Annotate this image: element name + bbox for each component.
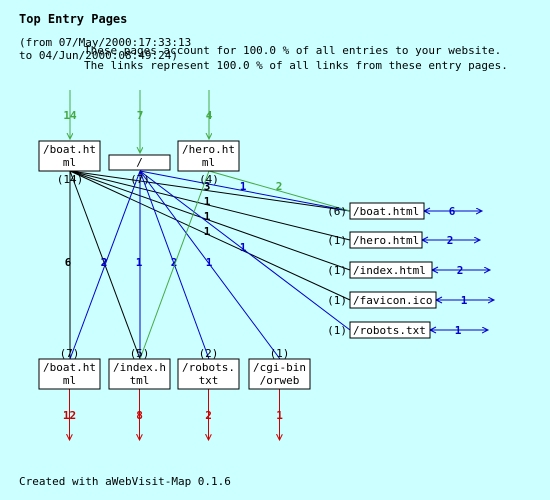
exit-page-label: /orweb [260, 374, 300, 387]
edge-weight-label: 1 [204, 195, 211, 208]
edge-weight-label: 3 [204, 180, 211, 193]
entry-page-node [108, 154, 171, 171]
entry-page-node [38, 140, 101, 172]
target-page-label: /index.html [353, 264, 426, 277]
date-range-from: (from 07/May/2000:17:33:13 [19, 36, 192, 49]
nodes-layer: /boat.html(14)/(7)/hero.html(4)/boat.htm… [38, 140, 437, 390]
exit-page-label: tml [130, 374, 150, 387]
edge-weight-label: 1 [204, 225, 211, 238]
outgoing-count-label: 1 [461, 294, 468, 307]
link-edge [69, 170, 141, 360]
entry-page-label: / [136, 156, 143, 169]
outgoing-count-label: 2 [457, 264, 464, 277]
entry-page-label: /hero.ht [182, 143, 235, 156]
target-page-count: (1) [327, 234, 347, 247]
exit-page-label: txt [199, 374, 219, 387]
exit-page-count: (5) [130, 347, 150, 360]
link-edge [69, 170, 351, 212]
exit-page-label: ml [63, 374, 76, 387]
target-page-count: (1) [327, 324, 347, 337]
edge-weight-label: 1 [136, 256, 143, 269]
exit-page-count: (2) [199, 347, 219, 360]
link-edge [69, 170, 351, 271]
target-page-node [349, 261, 433, 279]
exit-page-node [248, 358, 311, 390]
target-page-count: (1) [327, 294, 347, 307]
target-page-label: /boat.html [353, 205, 419, 218]
edge-weight-label: 2 [171, 256, 178, 269]
edge-weight-label: 1 [206, 256, 213, 269]
edge-weight-label: 1 [240, 241, 247, 254]
target-page-node [349, 321, 431, 339]
entries-percentage-note: These pages account for 100.0 % of all e… [84, 44, 502, 57]
outgoing-count-label: 2 [447, 234, 454, 247]
exit-page-count: (7) [60, 347, 80, 360]
target-page-label: /hero.html [353, 234, 419, 247]
edge-weight-label: 1 [240, 180, 247, 193]
target-page-node [349, 291, 437, 309]
link-edge [139, 170, 281, 360]
link-edge [139, 170, 210, 360]
edge-weight-label: 6 [65, 256, 72, 269]
exit-page-count: (1) [270, 347, 290, 360]
link-edge [69, 170, 351, 301]
exit-page-label: /boat.ht [43, 361, 96, 374]
target-page-node [349, 231, 423, 249]
entry-page-count: (7) [130, 173, 150, 186]
entry-page-label: ml [202, 156, 215, 169]
entry-page-count: (4) [199, 173, 219, 186]
target-page-label: /favicon.ico [353, 294, 432, 307]
page-title: Top Entry Pages [19, 12, 128, 26]
target-page-count: (1) [327, 264, 347, 277]
target-page-count: (6) [327, 205, 347, 218]
entry-page-count: (14) [57, 173, 84, 186]
links-percentage-note: The links represent 100.0 % of all links… [84, 59, 508, 72]
link-edge [139, 170, 351, 331]
exit-page-label: /index.h [113, 361, 166, 374]
exit-count-label: 12 [63, 409, 76, 422]
exit-count-label: 1 [276, 409, 283, 422]
footer-credit: Created with aWebVisit-Map 0.1.6 [19, 475, 231, 488]
link-edge [208, 170, 351, 212]
exit-page-node [177, 358, 240, 390]
edge-weight-label: 2 [101, 256, 108, 269]
entry-page-label: ml [63, 156, 76, 169]
exit-page-node [108, 358, 171, 390]
link-edge [139, 170, 351, 212]
outgoing-count-label: 1 [455, 324, 462, 337]
edge-weight-label: 2 [101, 256, 108, 269]
exit-page-label: /robots. [182, 361, 235, 374]
date-range-to: to 04/Jun/2000:08:49:24) [19, 49, 178, 62]
exit-count-label: 8 [136, 409, 143, 422]
link-edge [69, 170, 351, 241]
entry-count-label: 7 [137, 109, 144, 122]
outgoing-count-label: 6 [449, 205, 456, 218]
edge-weight-label: 1 [204, 210, 211, 223]
entry-page-node [177, 140, 240, 172]
exit-count-label: 2 [205, 409, 212, 422]
target-page-node [349, 202, 425, 220]
edge-weight-label: 2 [276, 180, 283, 193]
entry-count-label: 4 [206, 109, 213, 122]
exit-page-label: /cgi-bin [253, 361, 306, 374]
entry-page-label: /boat.ht [43, 143, 96, 156]
target-page-label: /robots.txt [353, 324, 426, 337]
exit-page-node [38, 358, 101, 390]
entry-count-label: 14 [63, 109, 77, 122]
